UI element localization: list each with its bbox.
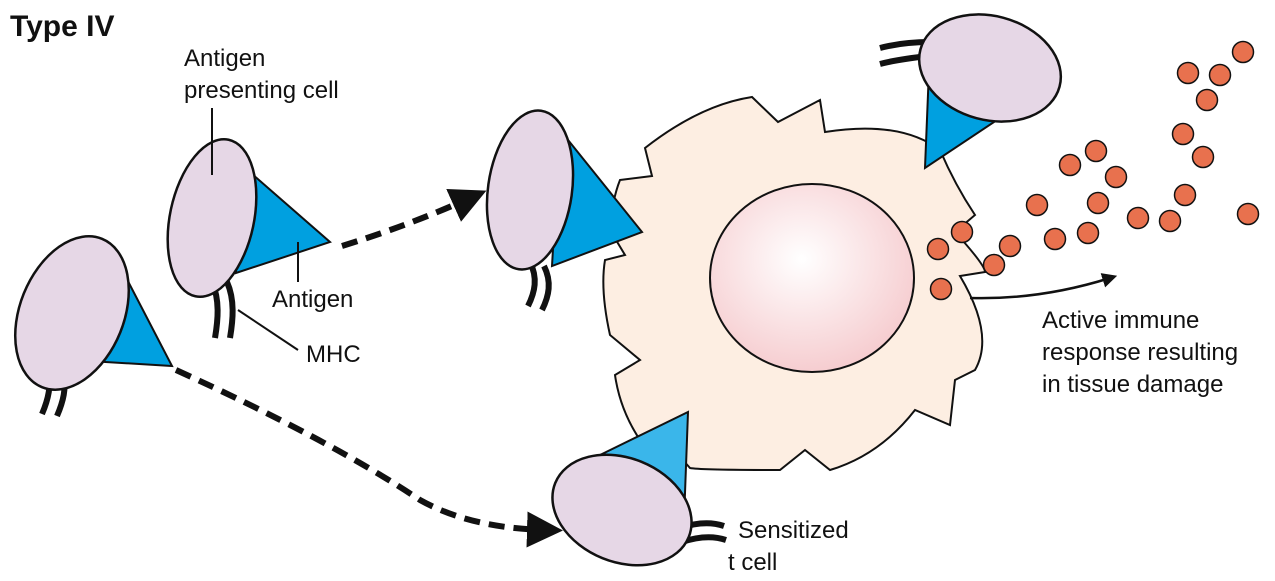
apc-body — [485, 109, 575, 271]
mhc-molecule — [525, 260, 552, 312]
diagram-title: Type IV — [10, 10, 114, 43]
cytokine-dot — [1104, 165, 1128, 189]
t-cell-top — [879, 13, 1063, 170]
cytokine-dot — [1086, 191, 1110, 215]
cytokine-dot — [929, 277, 953, 301]
apc-label-line-2: presenting cell — [184, 77, 339, 104]
cytokine-dot — [950, 220, 974, 244]
antigen-presenting-cell — [166, 138, 332, 339]
cytokine-dot — [998, 234, 1022, 258]
target-cell — [602, 95, 987, 472]
t-cell-body — [551, 453, 693, 567]
cytokine-dot — [1025, 193, 1049, 217]
cytokine-dot — [1176, 61, 1200, 85]
t-cell-label-line-2: t cell — [728, 549, 777, 576]
target-cell-nucleus — [709, 183, 915, 373]
response-label-line-2: response resulting — [1042, 339, 1238, 366]
mhc-leader-line — [237, 309, 299, 351]
cytokine-dot — [1058, 153, 1082, 177]
cytokine-dot — [982, 253, 1006, 277]
apc-body — [13, 235, 131, 391]
apc-label-line-1: Antigen — [184, 45, 265, 72]
dashed-arrow-to-target — [341, 188, 487, 249]
t-cell-body — [917, 13, 1063, 123]
cytokine-dot — [1173, 183, 1197, 207]
response-arrow — [969, 273, 1118, 300]
cytokine-dot — [1208, 63, 1232, 87]
sensitized-t-cell — [551, 410, 727, 567]
cytokine-dot — [1231, 40, 1255, 64]
cytokine-dot — [1084, 139, 1108, 163]
cytokine-dot — [1171, 122, 1195, 146]
response-label-line-3: in tissue damage — [1042, 371, 1223, 398]
cytokine-dot — [1126, 206, 1150, 230]
cytokine-particles — [926, 40, 1260, 301]
cytokine-dot — [1191, 145, 1215, 169]
t-cell-label-line-1: Sensitized — [738, 517, 849, 544]
cytokine-dot — [1195, 88, 1219, 112]
antigen-presenting-cell-attached — [485, 109, 644, 312]
antigen-label: Antigen — [272, 286, 353, 313]
response-label-line-1: Active immune — [1042, 307, 1199, 334]
cytokine-dot — [1043, 227, 1067, 251]
dashed-arrow-to-t-cell — [174, 367, 563, 548]
cytokine-dot — [1236, 202, 1260, 226]
mhc-label: MHC — [306, 341, 361, 368]
cytokine-dot — [1158, 209, 1182, 233]
cytokine-dot — [926, 237, 950, 261]
apc-body — [166, 138, 258, 298]
cytokine-dot — [1076, 221, 1100, 245]
antigen-presenting-cell-left — [13, 235, 174, 418]
